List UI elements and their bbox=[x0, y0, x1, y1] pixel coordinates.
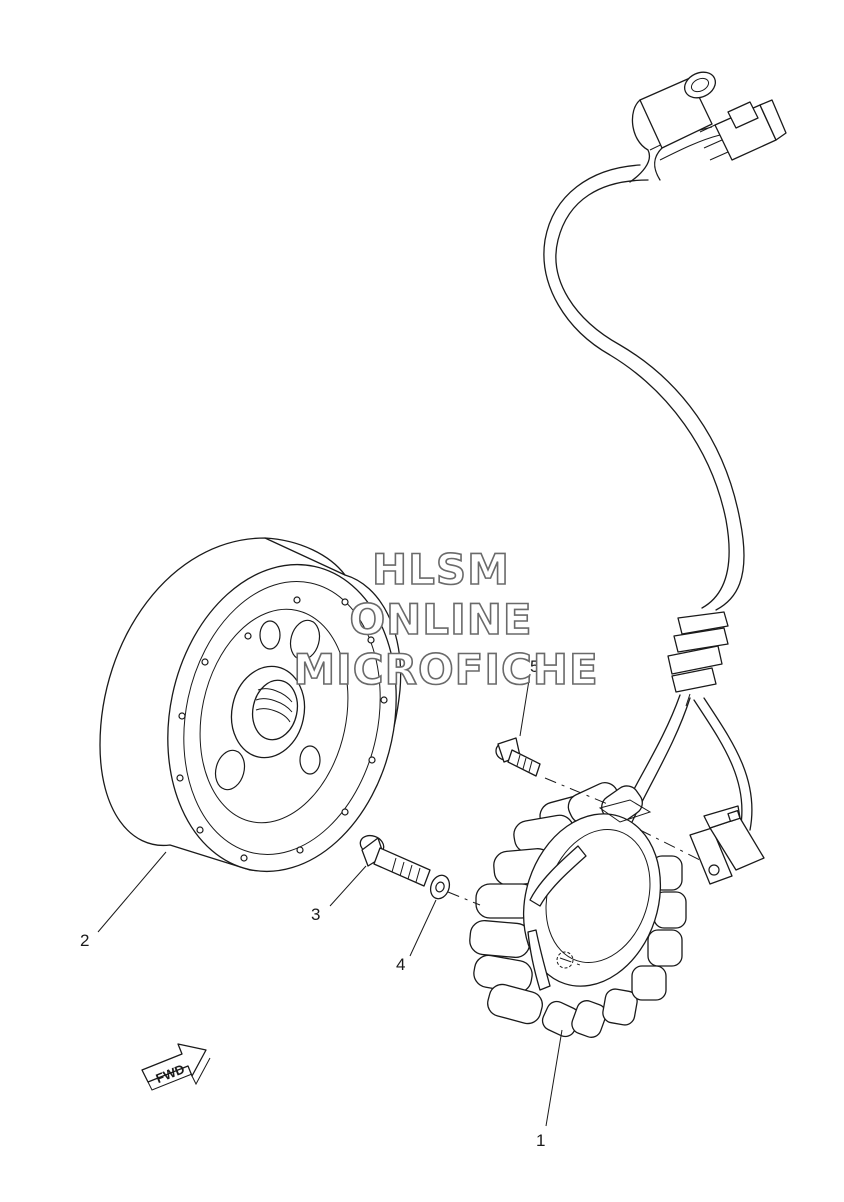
stator-assembly bbox=[469, 782, 687, 1038]
screw bbox=[495, 737, 541, 777]
watermark-line-2: ONLINE bbox=[349, 595, 532, 644]
rim-hole bbox=[176, 596, 388, 862]
round-connector bbox=[629, 71, 717, 183]
watermark: HLSM ONLINE MICROFICHE bbox=[293, 544, 599, 695]
watermark-line-1: HLSM bbox=[372, 545, 510, 594]
assembly-centerline bbox=[447, 777, 701, 966]
callout-4: 4 bbox=[396, 955, 405, 974]
stator-pole bbox=[469, 782, 687, 1038]
callout-2: 2 bbox=[80, 931, 89, 950]
pickup-coil bbox=[689, 805, 765, 885]
washer bbox=[429, 874, 451, 900]
bolt bbox=[359, 834, 431, 887]
wire-harness bbox=[543, 126, 745, 611]
leader-lines bbox=[97, 673, 563, 1127]
callout-5: 5 bbox=[530, 657, 539, 676]
callout-1: 1 bbox=[536, 1131, 545, 1150]
harness-grommet bbox=[667, 611, 729, 707]
rotor-flywheel bbox=[99, 537, 402, 873]
fwd-arrow-icon: FWD bbox=[141, 1043, 211, 1091]
rectangular-connector bbox=[699, 99, 787, 161]
watermark-line-3: MICROFICHE bbox=[293, 645, 598, 694]
callout-3: 3 bbox=[311, 905, 320, 924]
